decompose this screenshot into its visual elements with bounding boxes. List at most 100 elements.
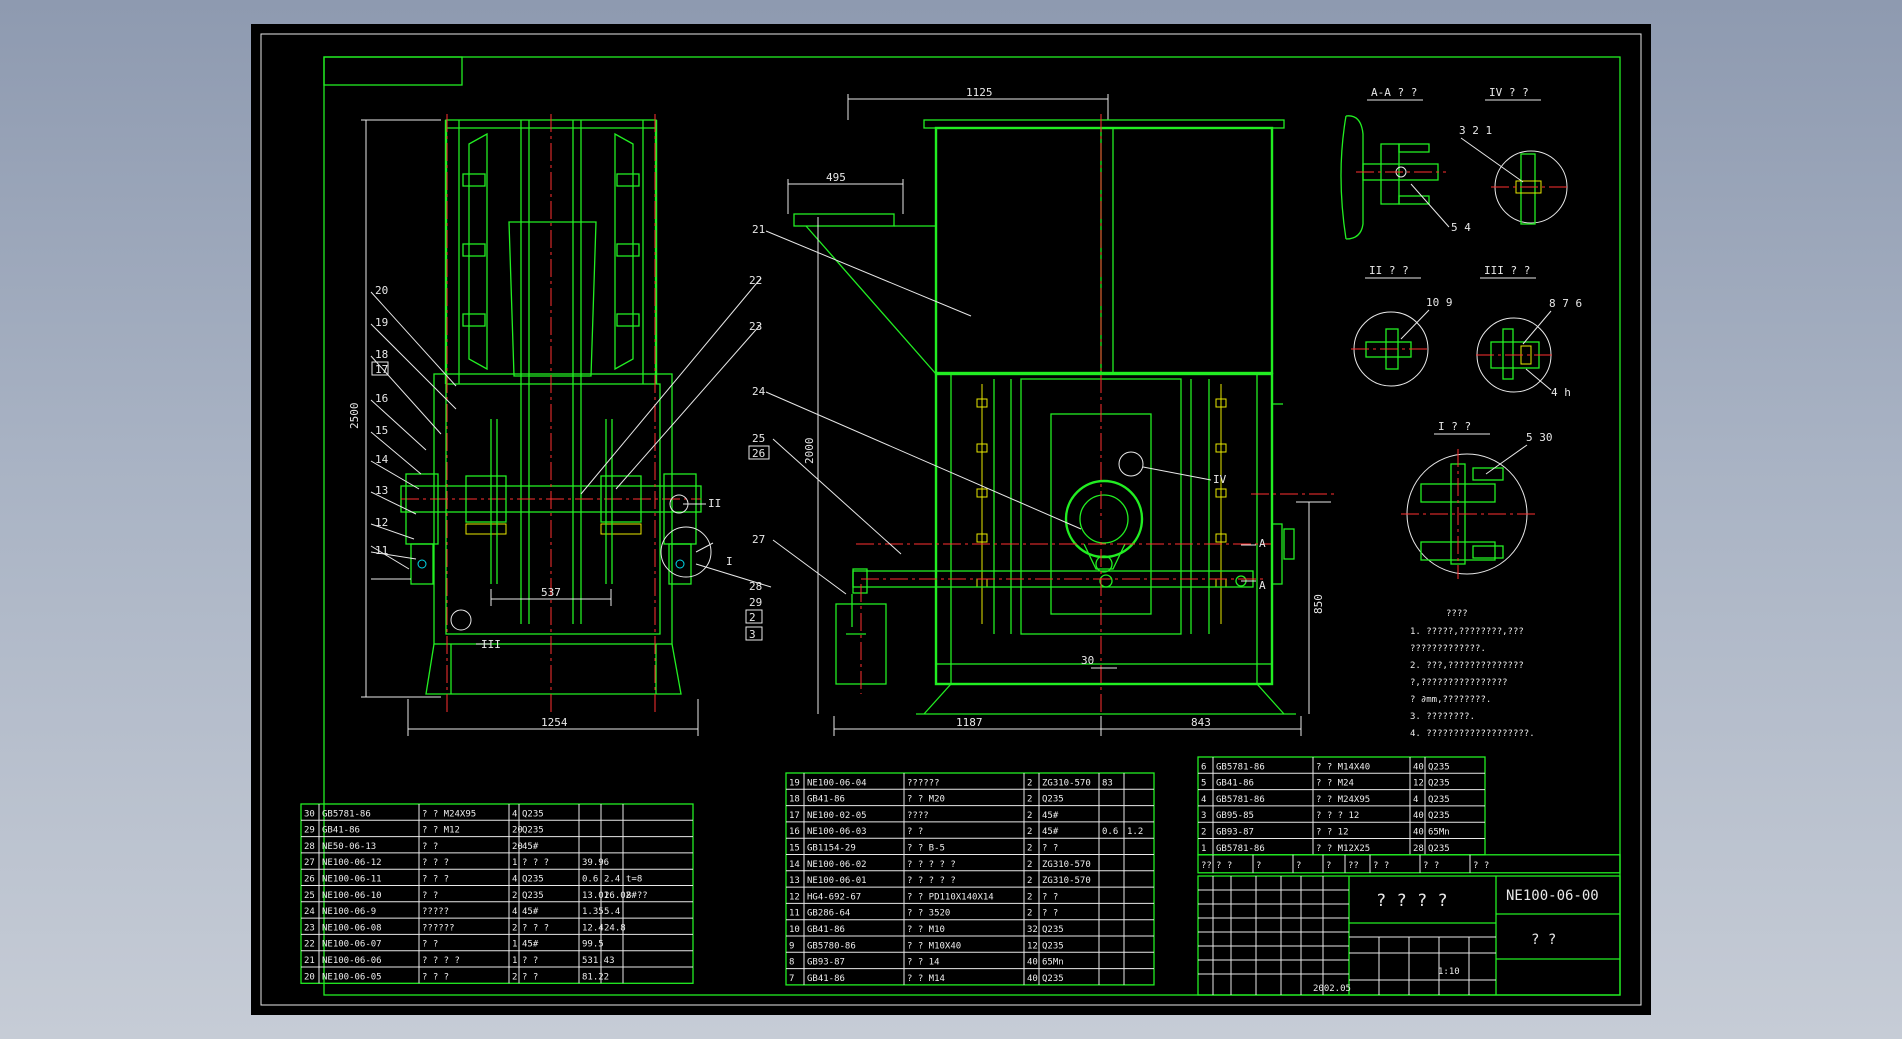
callout-25: 25 [752,432,765,445]
drawing-name: ? ? ? ? [1376,891,1448,911]
unit-name: ? ? [1531,932,1556,948]
table-cell: ? ? [1042,844,1058,854]
dim-1187: 1187 [956,716,983,729]
table-cell: ? ? B-5 [907,844,945,854]
table-cell: 5.4 [604,907,620,917]
table-cell: GB93-87 [807,958,845,968]
table-cell: NE100-06-11 [322,875,382,885]
table-cell: ? ? ? [422,972,449,982]
detail-iii-parts2: 4 h [1551,386,1571,399]
table-cell: ? ? [522,972,538,982]
note-line-1: 1. ?????,????????,??? [1410,627,1524,637]
table-header-border [1197,854,1621,874]
table-cell: Q235 [1428,811,1450,821]
dim-537: 537 [541,586,561,599]
table-cell: ? ? M24X95 [422,809,476,819]
callout-2: 2 [749,611,756,624]
table-cell: ? ? M14X40 [1316,762,1370,772]
table-cell: ? ? ? [522,858,549,868]
table-cell: 16 [789,827,800,837]
table-cell: 45# [522,940,539,950]
callout-18: 18 [375,348,388,361]
table-cell: ? ? [422,842,438,852]
table-cell: ? ? M20 [907,795,945,805]
callout-19: 19 [375,316,388,329]
table-cell: 4 [1413,795,1418,805]
top-left-label-box [323,56,463,86]
table-cell: NE100-06-02 [807,860,867,870]
table-cell: 4 [1201,795,1206,805]
table-cell: Q235 [1428,844,1450,854]
detail-iv-title: IV ? ? [1489,86,1529,99]
callout-28: 28 [749,580,762,593]
table-cell: 28 [1413,844,1424,854]
detail-ii-title: II ? ? [1369,264,1409,277]
table-cell: 40 [1413,811,1424,821]
drawing-number: NE100-06-00 [1506,888,1599,904]
table-cell: ? ? PD110X140X14 [907,892,994,902]
table-cell: ???? [907,811,929,821]
table-cell: Q235 [1042,925,1064,935]
detail-ii-parts: 10 9 [1426,296,1453,309]
table-cell: 14 [789,860,800,870]
detail-aa-parts-54: 5 4 [1451,221,1471,234]
detail-iv-parts-321: 3 2 1 [1459,124,1492,137]
table-cell: 2 [512,923,517,933]
table-cell: Q235 [1428,795,1450,805]
table-cell: 2 [1027,909,1032,919]
table-cell: 2 [1027,876,1032,886]
table-cell: ? ? M12 [422,826,460,836]
table-cell: ? ? [422,891,438,901]
table-cell: ? ? ? ? [422,956,460,966]
table-cell: ? ? [422,940,438,950]
table-cell: 28 [304,842,315,852]
detail-i-parts: 5 30 [1526,431,1553,444]
table-cell: ? ? ? [422,875,449,885]
table-cell: 4 [512,907,517,917]
table-cell: NE100-02-05 [807,811,867,821]
table-cell: NE100-06-04 [807,778,867,788]
table-cell: 26 [304,875,315,885]
callout-22: 22 [749,274,762,287]
table-cell: NE100-06-06 [322,956,382,966]
table-cell: ? ? M24X95 [1316,795,1370,805]
table-cell: ? ? [1042,909,1058,919]
technical-notes: ???? 1. ?????,????????,??? ?????????????… [1410,609,1535,739]
table-cell: ? ? M12X25 [1316,844,1370,854]
table-cell: ? ? 14 [907,958,940,968]
table-cell: ? ? M14 [907,974,945,984]
table-header-cell: ? ? [1216,861,1232,871]
table-cell: GB41-86 [807,795,845,805]
table-cell: ZG310-570 [1042,876,1091,886]
table-cell: ? ? [907,827,923,837]
drawing-date: 2002.05 [1313,984,1351,994]
table-cell: 83 [1102,778,1113,788]
table-cell: Q235 [522,875,544,885]
table-cell: 2 [1027,827,1032,837]
detail-aa-title: A-A ? ? [1371,86,1417,99]
table-cell: 3 [1201,811,1206,821]
table-cell: 1 [512,956,517,966]
table-cell: 45# [522,842,539,852]
table-header-cell: ? ? [1473,861,1489,871]
table-header-cell: ?? [1348,861,1359,871]
callout-21: 21 [752,223,765,236]
detail-i-title: I ? ? [1438,420,1471,433]
table-cell: GB93-87 [1216,828,1254,838]
dim-2500: 2500 [348,403,361,430]
table-cell: ? ? 3520 [907,909,950,919]
callout-27: 27 [752,533,765,546]
detail-iii-title: III ? ? [1484,264,1530,277]
table-cell: ? ? 12 [1316,828,1349,838]
table-cell: GB41-86 [807,925,845,935]
callout-II: II [708,497,721,510]
table-cell: NE100-06-12 [322,858,382,868]
callout-17: 17 [375,363,388,376]
section-A-top: A [1259,537,1266,550]
table-cell: 2 [512,972,517,982]
detail-views: A-A ? ? 5 4 IV ? ? 3 2 1 II ? ? 10 9 III… [1340,86,1582,579]
table-cell: NE100-06-9 [322,907,376,917]
table-cell: GB41-86 [322,826,360,836]
